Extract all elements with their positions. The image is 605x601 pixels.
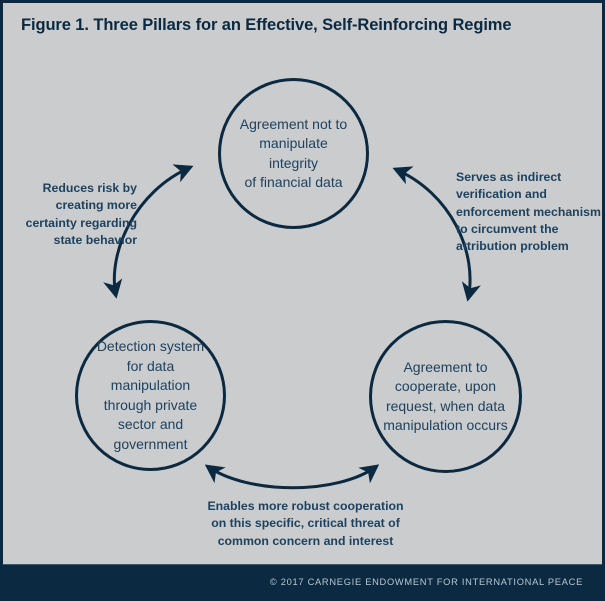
pillar-circle-agreement-integrity[interactable]: Agreement not to manipulate integrity of… (218, 78, 369, 229)
pillar-circle-agreement-cooperate[interactable]: Agreement to cooperate, upon request, wh… (369, 320, 522, 473)
connector-caption-left: Reduces risk by creating more certainty … (25, 181, 137, 247)
pillar-label-agreement-cooperate: Agreement to cooperate, upon request, wh… (383, 358, 508, 434)
bottom-connector-arc (204, 464, 380, 490)
copyright-credit: © 2017 CARNEGIE ENDOWMENT FOR INTERNATIO… (269, 576, 583, 587)
pillar-circle-detection-system[interactable]: Detection system for data manipulation t… (75, 320, 226, 471)
pillar-label-agreement-integrity: Agreement not to manipulate integrity of… (239, 115, 348, 191)
connector-caption-right: Serves as indirect verification and enfo… (456, 170, 601, 254)
figure-footer: © 2017 CARNEGIE ENDOWMENT FOR INTERNATIO… (3, 564, 602, 598)
connector-caption-bottom: Enables more robust cooperation on this … (207, 499, 404, 548)
diagram-canvas: Agreement not to manipulate integrity of… (3, 3, 602, 598)
figure-title: Figure 1. Three Pillars for an Effective… (21, 16, 512, 34)
pillar-label-detection-system: Detection system for data manipulation t… (96, 338, 205, 452)
